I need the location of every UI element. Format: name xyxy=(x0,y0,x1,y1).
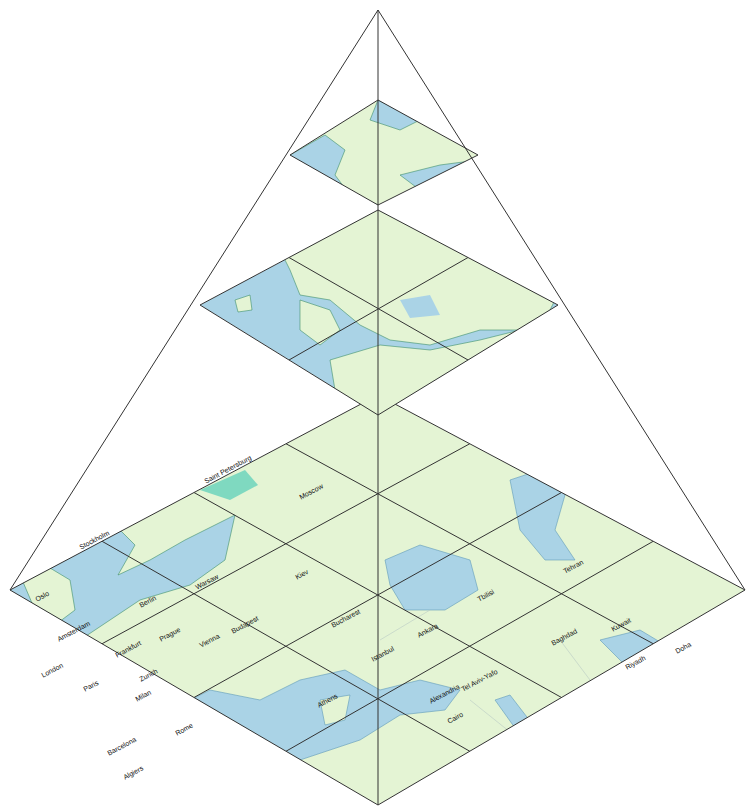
city-label: Algiers xyxy=(122,764,145,781)
city-label: Zurich xyxy=(138,667,159,683)
city-label: Rome xyxy=(174,722,194,738)
city-label: London xyxy=(40,662,64,680)
city-label: Milan xyxy=(134,689,153,704)
tile-border xyxy=(286,444,653,644)
city-label: Barcelona xyxy=(106,736,138,758)
pyramid-edges xyxy=(10,10,745,805)
middle-map xyxy=(200,205,560,420)
top-map xyxy=(290,100,478,205)
tile-border xyxy=(286,541,653,751)
city-label: Paris xyxy=(82,679,100,694)
city-label: Doha xyxy=(674,641,693,656)
base-map xyxy=(0,395,745,805)
